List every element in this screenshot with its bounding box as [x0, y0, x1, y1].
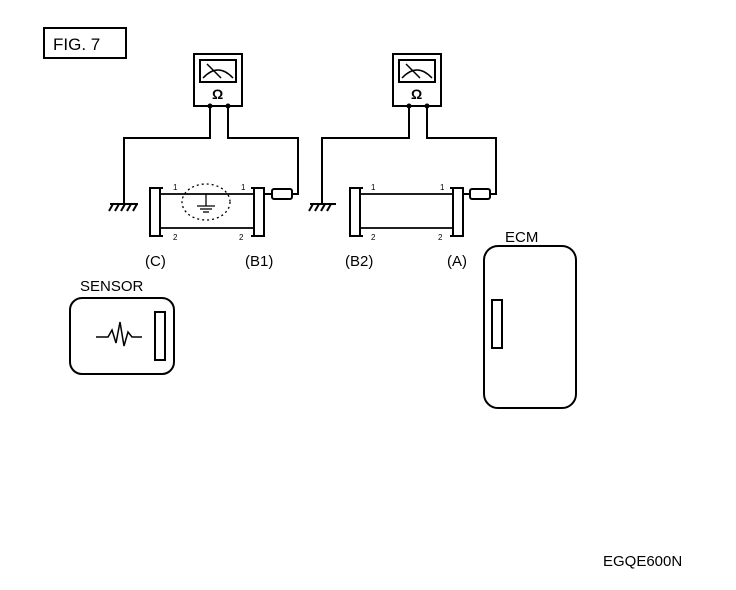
signal-waveform-icon [96, 321, 142, 347]
connector-label-a: (A) [447, 253, 467, 270]
pin-label: 2 [438, 233, 443, 242]
ground-icon [108, 203, 138, 212]
pin-label: 2 [239, 233, 244, 242]
connector-b2 [349, 187, 361, 237]
connector-c [149, 187, 161, 237]
pin-label: 2 [173, 233, 178, 242]
meter-dial-icon [199, 59, 237, 83]
ohm-symbol: Ω [411, 86, 422, 102]
pin-label: 1 [371, 183, 376, 192]
harness-left: 1 1 2 2 (C) (B1) [145, 183, 293, 270]
pin-label: 1 [173, 183, 178, 192]
probe-icon [463, 188, 491, 200]
figure-label-box: FIG. 7 [43, 27, 127, 59]
pin-label: 2 [371, 233, 376, 242]
sensor-unit: SENSOR [69, 278, 175, 375]
connector-label-b2: (B2) [345, 253, 373, 270]
pin-label: 1 [241, 183, 246, 192]
ohm-symbol: Ω [212, 86, 223, 102]
short-to-ground-icon [181, 183, 231, 221]
ecm-label: ECM [505, 229, 538, 246]
ohmmeter-left: Ω [193, 53, 243, 109]
meter-dial-icon [398, 59, 436, 83]
figure-label: FIG. 7 [53, 35, 100, 54]
ground-icon [308, 203, 336, 212]
test-leads-left [123, 106, 299, 204]
connector-label-b1: (B1) [245, 253, 273, 270]
probe-icon [264, 188, 293, 200]
connector-b1 [253, 187, 265, 237]
pin-label: 1 [440, 183, 445, 192]
harness-right: 1 1 2 2 (B2) (A) [345, 183, 491, 270]
figure-code: EGQE600N [603, 553, 682, 570]
test-leads-right [321, 106, 497, 204]
connector-a [452, 187, 464, 237]
ecm-connector [491, 299, 503, 349]
ohmmeter-right: Ω [392, 53, 442, 109]
connector-label-c: (C) [145, 253, 166, 270]
ecm-unit: ECM [483, 229, 577, 409]
sensor-label: SENSOR [80, 278, 144, 295]
sensor-connector [154, 311, 166, 361]
